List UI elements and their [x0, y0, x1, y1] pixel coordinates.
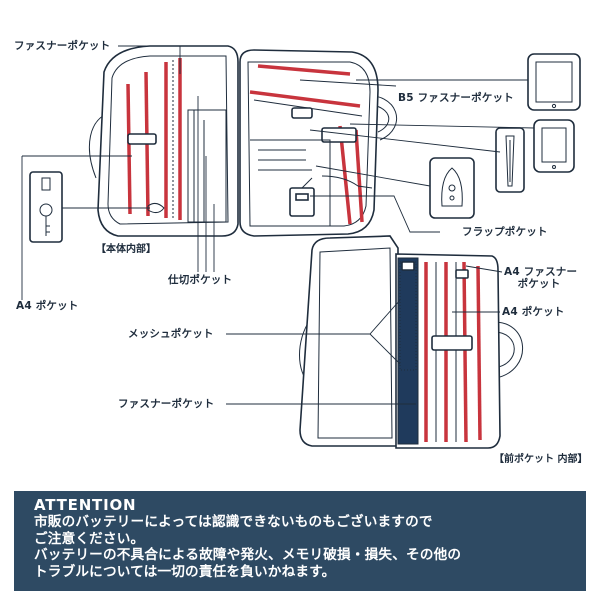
attention-title: ATTENTION: [34, 496, 137, 514]
label-zipper-pocket-bottom: ファスナーポケット: [118, 398, 215, 410]
attention-line-1: 市販のバッテリーによっては認識できないものもございますので: [34, 514, 433, 530]
label-divider-pocket: 仕切ポケット: [168, 274, 233, 286]
leader-lines: [21, 45, 535, 405]
section-front-pocket-inner: 【前ポケット 内部】: [494, 454, 588, 465]
attention-line-4: トラブルについては一切の責任を負いかねます。: [34, 563, 336, 580]
attention-line-3: バッテリーの不具合による故障や発火、メモリ破損・損失、その他の: [34, 547, 462, 563]
smartphone-icon: [533, 119, 575, 173]
label-a4-pocket-right: A4 ポケット: [502, 306, 565, 318]
label-b5-zipper-pocket: B5 ファスナーポケット: [398, 92, 514, 104]
keys-icon: [29, 171, 63, 243]
label-a4-pocket-left: A4 ポケット: [16, 300, 79, 312]
pen-icon: [495, 127, 525, 193]
front-pocket-illustration: [299, 235, 523, 449]
attention-box: ATTENTION 市販のバッテリーによっては認識できないものもございますので …: [14, 491, 586, 591]
label-mesh-pocket: メッシュポケット: [128, 328, 214, 340]
label-a4-zipper-pocket-line1: A4 ファスナー: [504, 266, 578, 278]
label-zipper-pocket-top: ファスナーポケット: [14, 40, 111, 52]
attention-line-2: ご注意ください。: [34, 530, 145, 547]
section-body-inner: 【本体内部】: [96, 244, 156, 255]
label-a4-zipper-pocket-line2: ポケット: [517, 278, 561, 290]
body-inner-illustration: [89, 45, 397, 237]
label-flap-pocket: フラップポケット: [462, 226, 548, 238]
tablet-icon: [527, 53, 581, 111]
label-a4-zipper-pocket: A4 ファスナー ポケット: [504, 266, 578, 290]
mouse-icon: [429, 157, 475, 219]
